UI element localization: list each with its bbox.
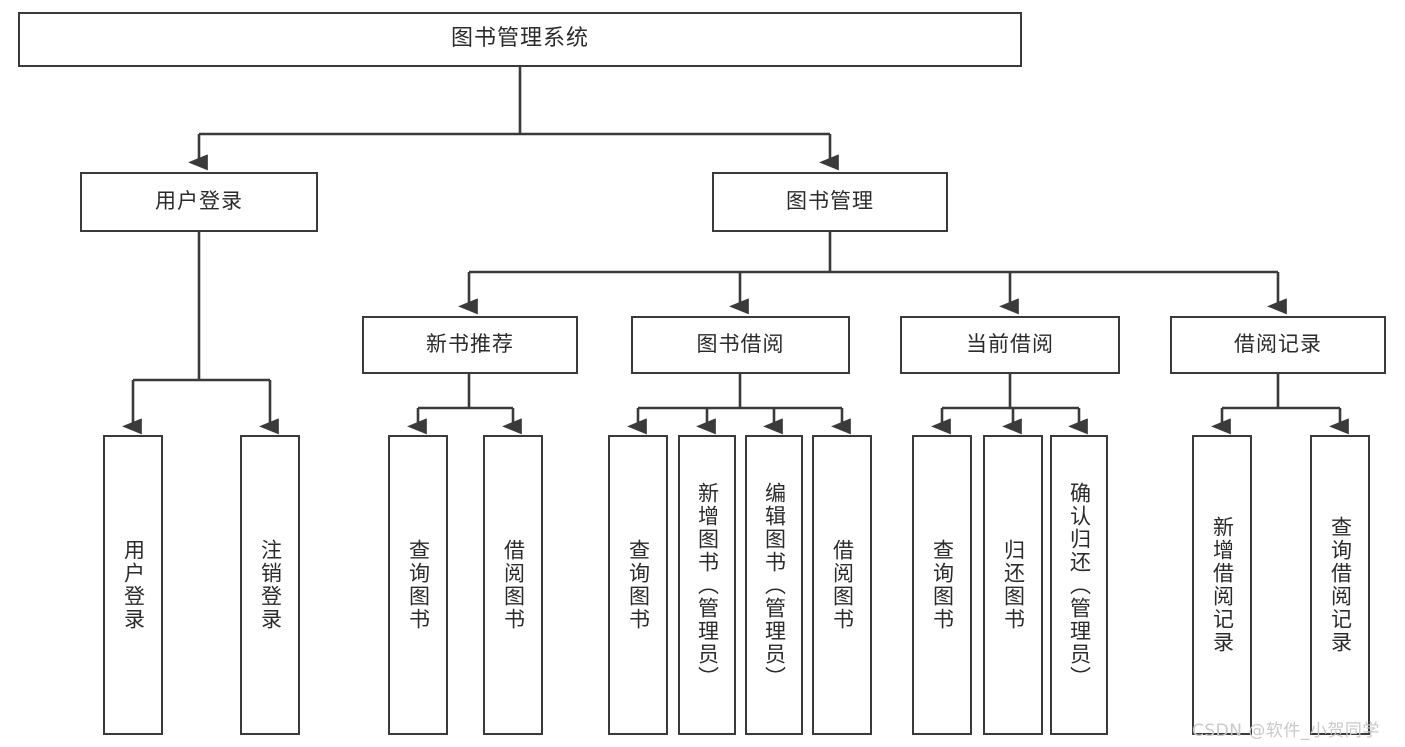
leaf-user-logout[interactable]: 注销登录: [240, 435, 300, 735]
leaf-borrow-book-label: 借阅图书: [830, 539, 855, 631]
leaf-user-login-label: 用户登录: [121, 539, 146, 631]
node-book-borrow-label: 图书借阅: [696, 332, 785, 357]
node-borrow-record[interactable]: 借阅记录: [1170, 316, 1386, 374]
leaf-query-book-borrow-label: 查询图书: [626, 539, 651, 631]
node-user-login[interactable]: 用户登录: [80, 172, 318, 232]
leaf-query-borrow-record[interactable]: 查询借阅记录: [1310, 435, 1370, 735]
node-current-borrow-label: 当前借阅: [966, 332, 1054, 357]
node-book-borrow[interactable]: 图书借阅: [631, 316, 850, 374]
node-book-manage-label: 图书管理: [786, 189, 874, 214]
leaf-query-book-current[interactable]: 查询图书: [912, 435, 972, 735]
node-user-login-label: 用户登录: [155, 189, 243, 214]
leaf-return-book-label: 归还图书: [1001, 539, 1026, 631]
node-borrow-record-label: 借阅记录: [1234, 332, 1322, 357]
leaf-user-logout-label: 注销登录: [258, 539, 283, 631]
leaf-borrow-book-recommendation-label: 借阅图书: [501, 539, 526, 631]
node-root-label: 图书管理系统: [450, 26, 589, 52]
leaf-query-book-recommendation-label: 查询图书: [406, 539, 431, 631]
leaf-add-borrow-record-label: 新增借阅记录: [1210, 516, 1235, 654]
node-new-book-recommendation-label: 新书推荐: [426, 332, 514, 357]
csdn-watermark-text: CSDN @软件_小贺同学: [1192, 721, 1380, 741]
node-root[interactable]: 图书管理系统: [18, 12, 1022, 67]
leaf-query-book-borrow[interactable]: 查询图书: [608, 435, 668, 735]
leaf-confirm-return-admin[interactable]: 确认归还（管理员）: [1050, 435, 1108, 735]
leaf-borrow-book[interactable]: 借阅图书: [812, 435, 872, 735]
leaf-return-book[interactable]: 归还图书: [983, 435, 1043, 735]
node-new-book-recommendation[interactable]: 新书推荐: [362, 316, 578, 374]
leaf-confirm-return-admin-label: 确认归还（管理员）: [1067, 481, 1092, 689]
leaf-borrow-book-recommendation[interactable]: 借阅图书: [483, 435, 543, 735]
leaf-edit-book-admin-label: 编辑图书（管理员）: [762, 481, 787, 689]
leaf-user-login[interactable]: 用户登录: [103, 435, 163, 735]
node-current-borrow[interactable]: 当前借阅: [900, 316, 1120, 374]
leaf-add-borrow-record[interactable]: 新增借阅记录: [1192, 435, 1252, 735]
leaf-add-book-admin-label: 新增图书（管理员）: [695, 481, 720, 689]
csdn-watermark: CSDN @软件_小贺同学: [1192, 716, 1380, 741]
leaf-edit-book-admin[interactable]: 编辑图书（管理员）: [745, 435, 803, 735]
leaf-query-book-current-label: 查询图书: [930, 539, 955, 631]
node-book-manage[interactable]: 图书管理: [712, 172, 948, 232]
leaf-add-book-admin[interactable]: 新增图书（管理员）: [678, 435, 736, 735]
leaf-query-borrow-record-label: 查询借阅记录: [1328, 516, 1353, 654]
leaf-query-book-recommendation[interactable]: 查询图书: [388, 435, 448, 735]
